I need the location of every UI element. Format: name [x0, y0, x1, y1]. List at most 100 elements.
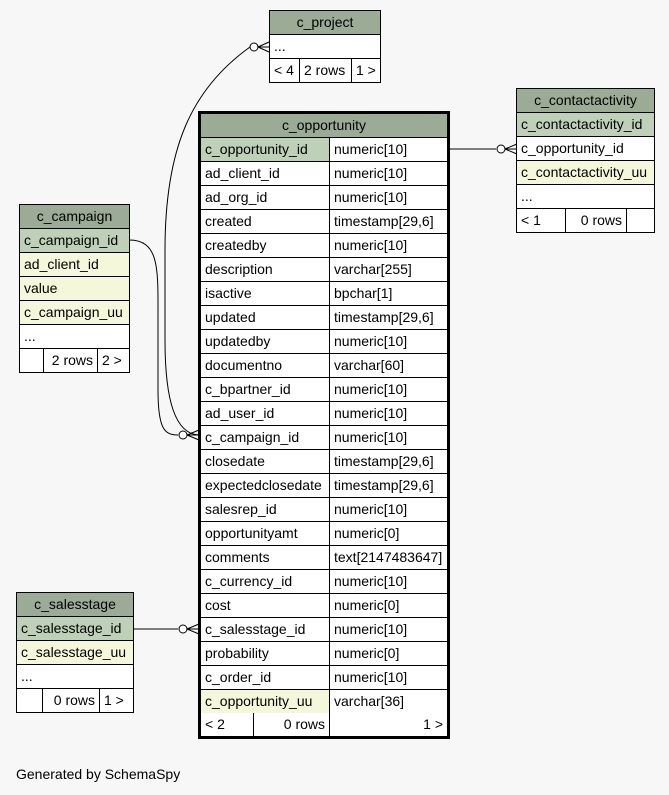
- table-c-project[interactable]: c_project ... < 4 2 rows 1 >: [269, 10, 381, 83]
- table-row: ...: [17, 665, 133, 689]
- column-name: created: [205, 213, 252, 229]
- table-footer: < 2 0 rows 1 >: [201, 713, 447, 736]
- children-link[interactable]: 1 >: [351, 59, 380, 82]
- table-footer: < 1 0 rows: [517, 209, 654, 232]
- children-link[interactable]: 1 >: [329, 713, 447, 736]
- column-type: timestamp[29,6]: [329, 450, 447, 473]
- column-type: numeric[10]: [329, 162, 447, 185]
- column-name: ad_client_id: [205, 165, 280, 181]
- column-name: expectedclosedate: [205, 477, 322, 493]
- column-type: numeric[10]: [329, 498, 447, 521]
- table-row: expectedclosedate timestamp[29,6]: [201, 474, 447, 498]
- column-type: varchar[60]: [329, 354, 447, 377]
- row-count: 0 rows: [42, 689, 99, 712]
- row-count: 2 rows: [299, 59, 351, 82]
- table-row: c_campaign_id: [20, 229, 129, 253]
- column-type: numeric[10]: [329, 666, 447, 689]
- edge-crowfoot: [504, 143, 518, 155]
- column-name: ...: [274, 38, 286, 54]
- children-link[interactable]: 1 >: [99, 689, 133, 712]
- column-type: numeric[10]: [329, 234, 447, 257]
- column-type: numeric[10]: [329, 330, 447, 353]
- children-link[interactable]: 2 >: [97, 349, 129, 372]
- children-link[interactable]: [626, 209, 654, 232]
- column-type: bpchar[1]: [329, 282, 447, 305]
- parents-link[interactable]: [17, 689, 42, 712]
- column-type: numeric[0]: [329, 642, 447, 665]
- row-count: 0 rows: [565, 209, 626, 232]
- column-name: ...: [521, 188, 533, 204]
- table-footer: 2 rows 2 >: [20, 349, 129, 372]
- column-name: opportunityamt: [205, 525, 298, 541]
- column-name: updated: [205, 309, 256, 325]
- column-name: value: [24, 280, 58, 296]
- column-type: numeric[10]: [329, 378, 447, 401]
- column-name: closedate: [205, 453, 265, 469]
- column-name: ...: [21, 668, 33, 684]
- edge-crowfoot: [186, 623, 200, 635]
- table-header: c_contactactivity: [517, 89, 654, 113]
- column-name: c_campaign_uu: [24, 304, 123, 320]
- column-name: c_order_id: [205, 669, 272, 685]
- table-header: c_salesstage: [17, 593, 133, 617]
- table-row: created timestamp[29,6]: [201, 210, 447, 234]
- table-row: salesrep_id numeric[10]: [201, 498, 447, 522]
- row-count: 0 rows: [253, 713, 329, 736]
- column-type: varchar[255]: [329, 258, 447, 281]
- edge-crowfoot: [257, 41, 270, 53]
- parents-link[interactable]: < 4: [274, 62, 294, 78]
- table-row: ad_client_id: [20, 253, 129, 277]
- column-name: c_campaign_id: [24, 232, 119, 248]
- column-name: c_salesstage_id: [21, 620, 122, 636]
- column-type: timestamp[29,6]: [329, 474, 447, 497]
- table-footer: 0 rows 1 >: [17, 689, 133, 712]
- table-c-contactactivity[interactable]: c_contactactivity c_contactactivity_id c…: [516, 88, 655, 233]
- column-name: ad_user_id: [205, 405, 275, 421]
- column-type: numeric[10]: [329, 402, 447, 425]
- column-name: c_bpartner_id: [205, 381, 291, 397]
- table-row: ...: [517, 185, 654, 209]
- edge-optional-marker: [496, 144, 506, 154]
- parents-link[interactable]: [20, 349, 43, 372]
- column-name: c_opportunity_id: [521, 140, 624, 156]
- parents-link[interactable]: < 1: [521, 212, 541, 228]
- column-type: timestamp[29,6]: [329, 210, 447, 233]
- edge-optional-marker: [178, 624, 188, 634]
- parents-link[interactable]: < 2: [205, 716, 225, 732]
- table-row: c_order_id numeric[10]: [201, 666, 447, 690]
- table-row: ...: [20, 325, 129, 349]
- edge-campaign-opportunity: [128, 239, 179, 436]
- column-name: c_contactactivity_id: [521, 116, 643, 132]
- column-type: varchar[36]: [329, 690, 447, 713]
- column-type: numeric[0]: [329, 594, 447, 617]
- table-c-salesstage[interactable]: c_salesstage c_salesstage_id c_salesstag…: [16, 592, 134, 713]
- column-name: updatedby: [205, 333, 271, 349]
- column-type: numeric[10]: [329, 618, 447, 641]
- edge-optional-marker: [178, 430, 188, 440]
- edge-opportunity-project: [164, 46, 251, 436]
- column-name: c_contactactivity_uu: [521, 164, 648, 180]
- column-type: numeric[10]: [329, 186, 447, 209]
- column-name: salesrep_id: [205, 501, 277, 517]
- column-name: c_salesstage_id: [205, 621, 306, 637]
- table-c-campaign[interactable]: c_campaign c_campaign_id ad_client_id va…: [19, 204, 130, 373]
- table-row: value: [20, 277, 129, 301]
- column-name: probability: [205, 645, 269, 661]
- table-row: updatedby numeric[10]: [201, 330, 447, 354]
- edge-optional-marker: [249, 42, 259, 52]
- column-name: c_campaign_id: [205, 429, 300, 445]
